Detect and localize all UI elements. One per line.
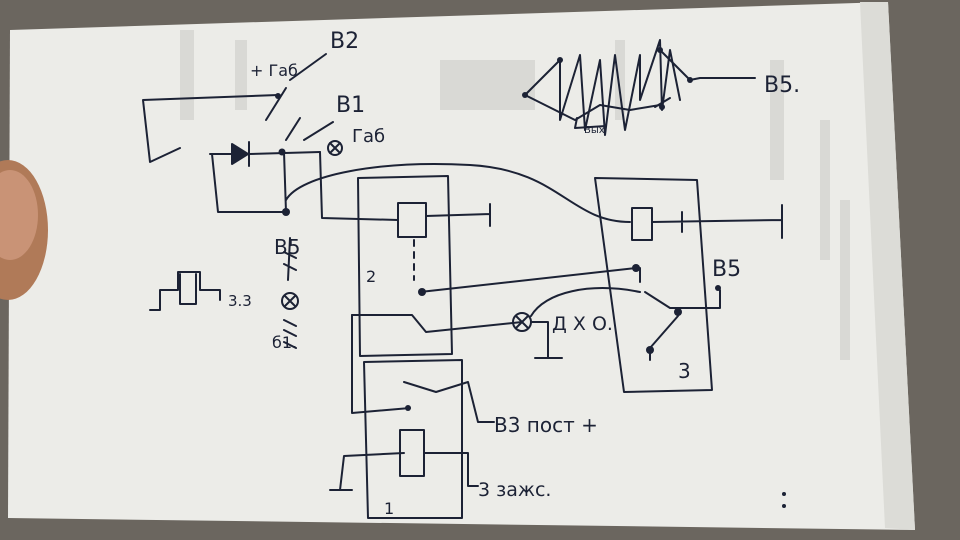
long-curved-wire xyxy=(285,163,631,223)
label-zzap: 3 зажс. xyxy=(478,479,551,501)
thumb xyxy=(0,160,48,300)
relay-2-coil xyxy=(397,202,427,238)
label-b5-topright: B5. xyxy=(764,73,800,98)
label-b5-left: B5 xyxy=(274,235,300,259)
relay-33-symbol xyxy=(149,271,221,311)
label-vyh: Вых xyxy=(584,125,605,136)
diode-icon xyxy=(231,143,249,165)
b2-switch xyxy=(265,87,287,121)
b1-diagonal-mark xyxy=(303,121,334,141)
label-relay-2: 2 xyxy=(366,267,376,286)
zigzag-scribble xyxy=(524,39,681,136)
relay-3-outline xyxy=(594,177,713,393)
label-gab-lamp: Габ xyxy=(352,126,385,147)
label-b5-right: B5 xyxy=(712,257,741,282)
label-b3-post: B3 пост + xyxy=(494,413,598,437)
b5-column-lamp-icon xyxy=(281,292,299,310)
junction-dots xyxy=(275,47,786,508)
label-gab-top: + Габ xyxy=(250,61,298,80)
paper-shadow xyxy=(860,2,915,530)
relay-1-outline xyxy=(363,359,463,519)
label-relay-1: 1 xyxy=(384,499,394,518)
wiring-diagram xyxy=(142,39,783,519)
label-relay-33: 3.3 xyxy=(228,292,252,310)
label-relay-3: 3 xyxy=(678,359,691,383)
relay-2-outline xyxy=(357,175,453,357)
gab-lamp-icon xyxy=(327,140,343,156)
b1-switch xyxy=(285,117,301,141)
label-dho: Д Х О. xyxy=(552,313,613,335)
label-b1: B1 xyxy=(336,93,365,118)
b2-diagonal-mark xyxy=(289,53,327,81)
paper-sheet xyxy=(8,2,915,530)
left-loop-wire xyxy=(142,94,279,163)
relay-3-coil xyxy=(631,207,653,241)
label-b2: B2 xyxy=(330,29,359,54)
label-b1-small: б1. xyxy=(272,333,297,352)
